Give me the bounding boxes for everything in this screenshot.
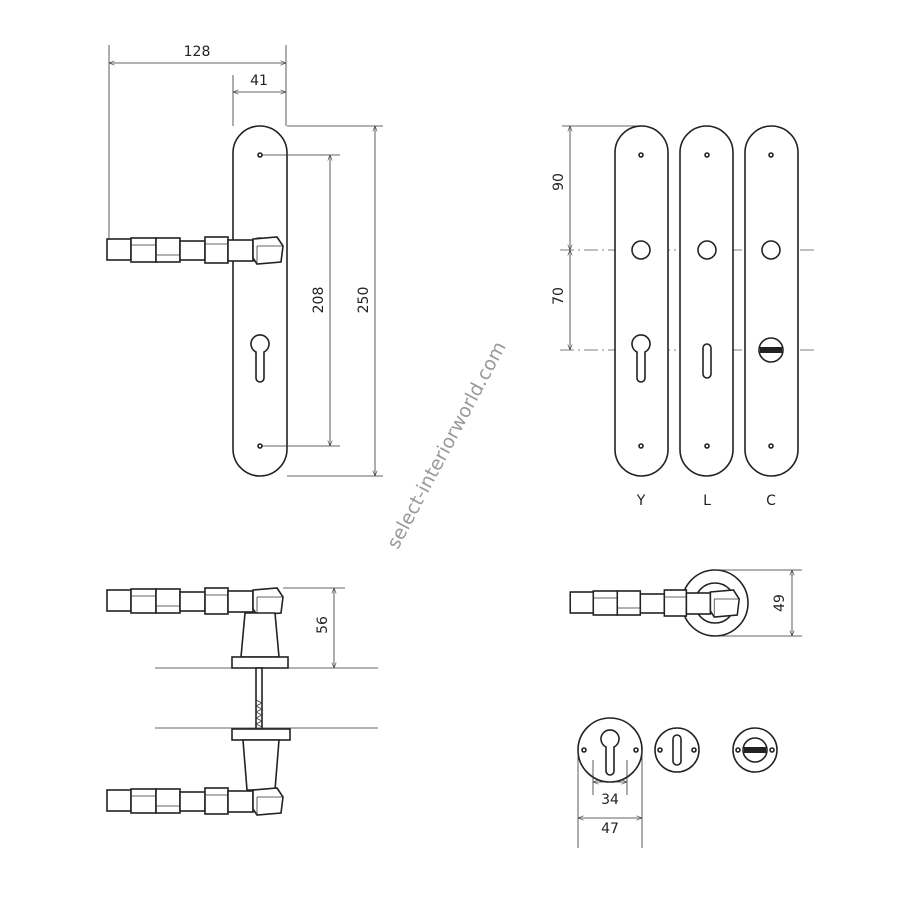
variant-label-y: Y: [636, 493, 646, 509]
lever-handle: [106, 236, 284, 265]
dim-34: 34: [601, 792, 619, 808]
plate-c: C: [744, 125, 799, 509]
variant-label-c: C: [766, 493, 776, 509]
dim-250: 250: [356, 287, 372, 314]
plate-y: Y: [614, 125, 669, 509]
dim-128: 128: [184, 44, 211, 60]
dim-47: 47: [601, 821, 619, 837]
escutcheons: 34 47: [577, 717, 778, 848]
dim-70: 70: [551, 287, 567, 305]
plate-l: L: [679, 125, 734, 509]
dim-208: 208: [311, 287, 327, 314]
dim-41: 41: [250, 73, 268, 89]
variants-view: 90 70 Y L C: [551, 125, 815, 509]
front-view: 128 41 208 250: [106, 44, 383, 477]
watermark: select-interiorworld.com: [383, 338, 511, 552]
dim-90: 90: [551, 173, 567, 191]
side-view: 56: [106, 587, 378, 816]
dim-56: 56: [315, 616, 331, 634]
euro-keyhole: [250, 334, 270, 383]
screw-hole: [257, 443, 263, 449]
variant-label-l: L: [703, 493, 711, 509]
rosette-handle-view: 49: [569, 569, 802, 637]
backplate: [232, 125, 288, 477]
screw-hole: [257, 152, 263, 158]
dim-49: 49: [772, 594, 788, 612]
